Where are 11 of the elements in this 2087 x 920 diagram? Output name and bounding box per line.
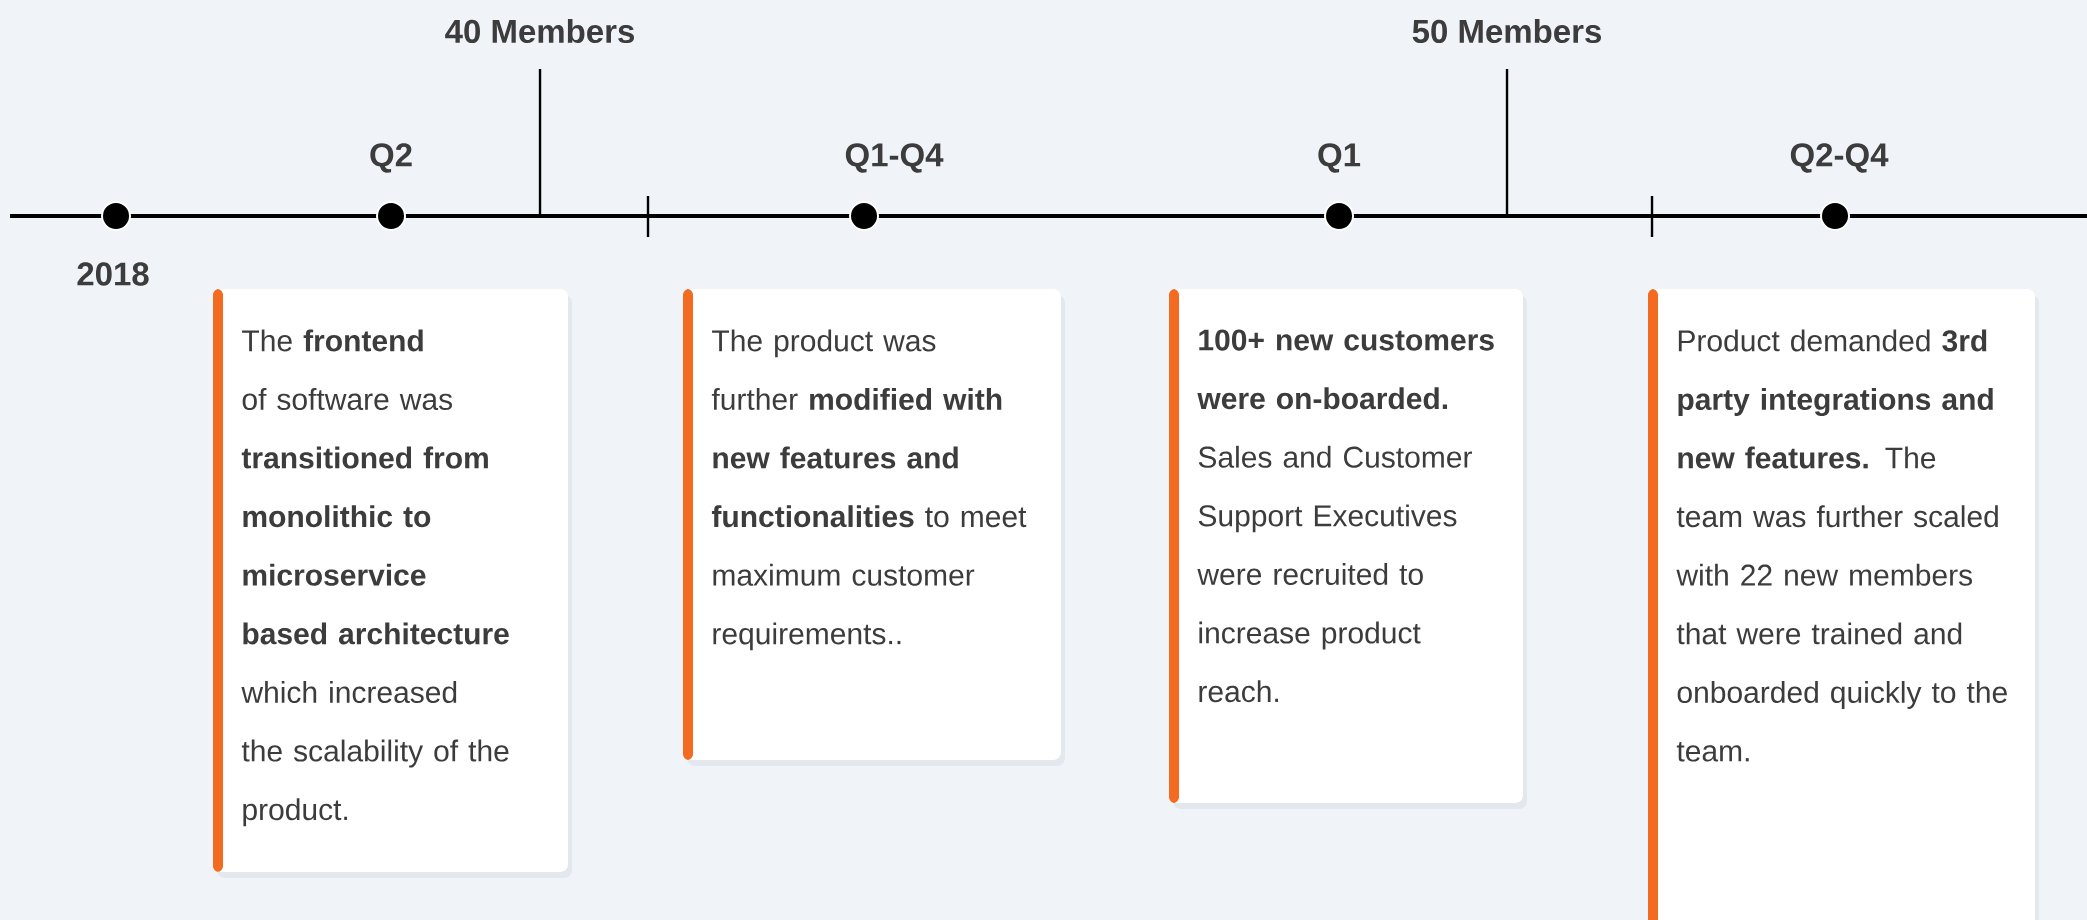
text-card: 100+ new customers were on-boarded. Sales and Customer Support Executives were recruited to increase product reach. [1169, 289, 1527, 809]
milestone-label: 40 Members [445, 18, 634, 44]
milestone-label: Q2-Q4 [1790, 143, 1889, 173]
milestone-label: Q2 [370, 143, 412, 173]
text-card: The frontend of software was transitioned from monolithic to microservice based architecture which increased the scalability of the product. [213, 289, 572, 878]
milestone-label: Q1-Q4 [845, 143, 944, 173]
milestone-label: Q1 [1318, 143, 1361, 173]
milestone-label: 50 Members [1412, 18, 1601, 44]
milestone-label: 2018 [77, 262, 149, 286]
text-card: The product was further modified with new features and functionalities to meet maximum customer requirements.. [683, 289, 1065, 766]
text-card: Product demanded 3rd party integrations and new features. The team was further scaled with 22 new members that were trained and onboarded quickly to the team. [1648, 289, 2039, 920]
